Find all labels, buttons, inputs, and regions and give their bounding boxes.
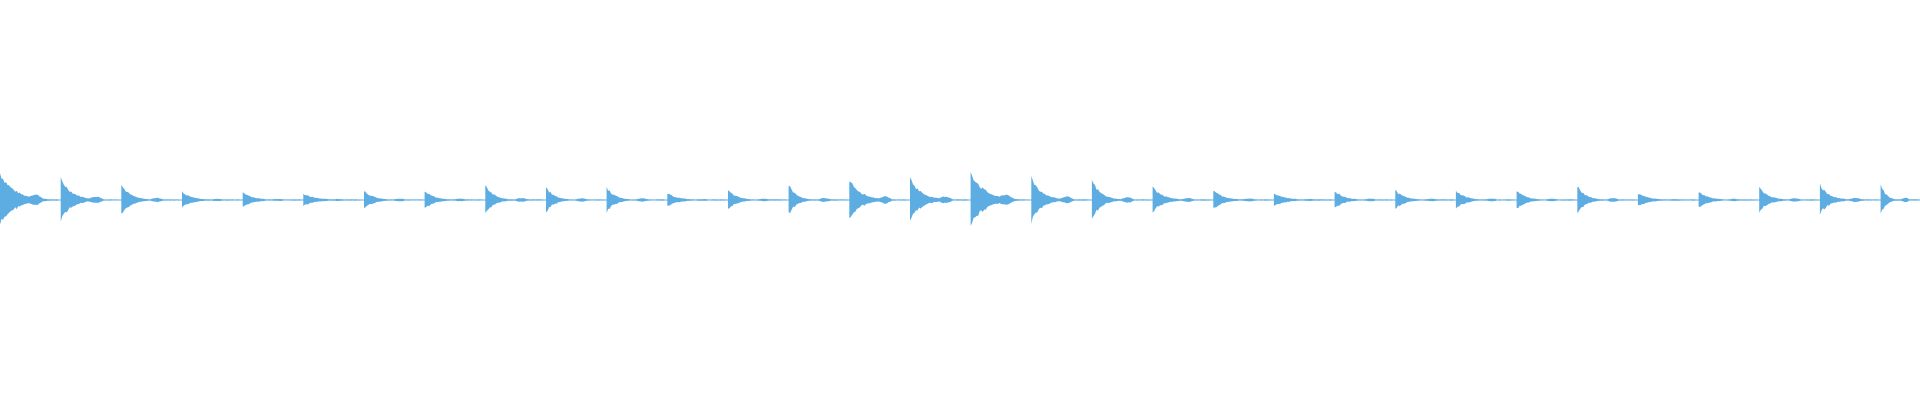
waveform-hit-30: [1759, 186, 1817, 213]
waveform-hit-23: [1334, 191, 1393, 208]
waveform-hit-22: [1273, 193, 1332, 207]
waveform-hit-4: [182, 191, 240, 208]
waveform-hit-18: [1031, 176, 1089, 224]
waveform-hit-8: [424, 191, 483, 208]
waveform-hit-14: [788, 186, 847, 213]
waveform-hit-2: [60, 177, 119, 222]
waveform-hit-32: [1880, 184, 1920, 214]
waveform-hit-20: [1152, 186, 1211, 213]
waveform-hit-25: [1455, 190, 1514, 209]
waveform-hit-15: [849, 181, 907, 218]
waveform-hit-5: [242, 192, 301, 207]
waveform-hit-13: [728, 190, 786, 209]
waveform-hit-26: [1516, 191, 1575, 209]
waveform-hit-28: [1637, 194, 1696, 206]
waveform-hit-24: [1395, 189, 1453, 209]
waveform-hit-19: [1091, 180, 1150, 219]
waveform-hit-17: [970, 171, 1029, 226]
waveform-hit-12: [667, 193, 725, 206]
waveform-hit-10: [546, 187, 604, 213]
waveform-hit-21: [1213, 191, 1271, 208]
waveform-hit-11: [606, 186, 665, 213]
waveform-hit-9: [485, 185, 543, 214]
waveform-hit-27: [1577, 186, 1635, 214]
waveform-hit-6: [303, 193, 361, 207]
waveform-hit-7: [364, 191, 422, 209]
waveform-hit-16: [910, 177, 968, 221]
waveform-hit-3: [121, 185, 179, 214]
waveform-hit-1: [0, 173, 58, 225]
waveform-hit-31: [1819, 183, 1878, 215]
waveform-hit-29: [1698, 192, 1757, 208]
